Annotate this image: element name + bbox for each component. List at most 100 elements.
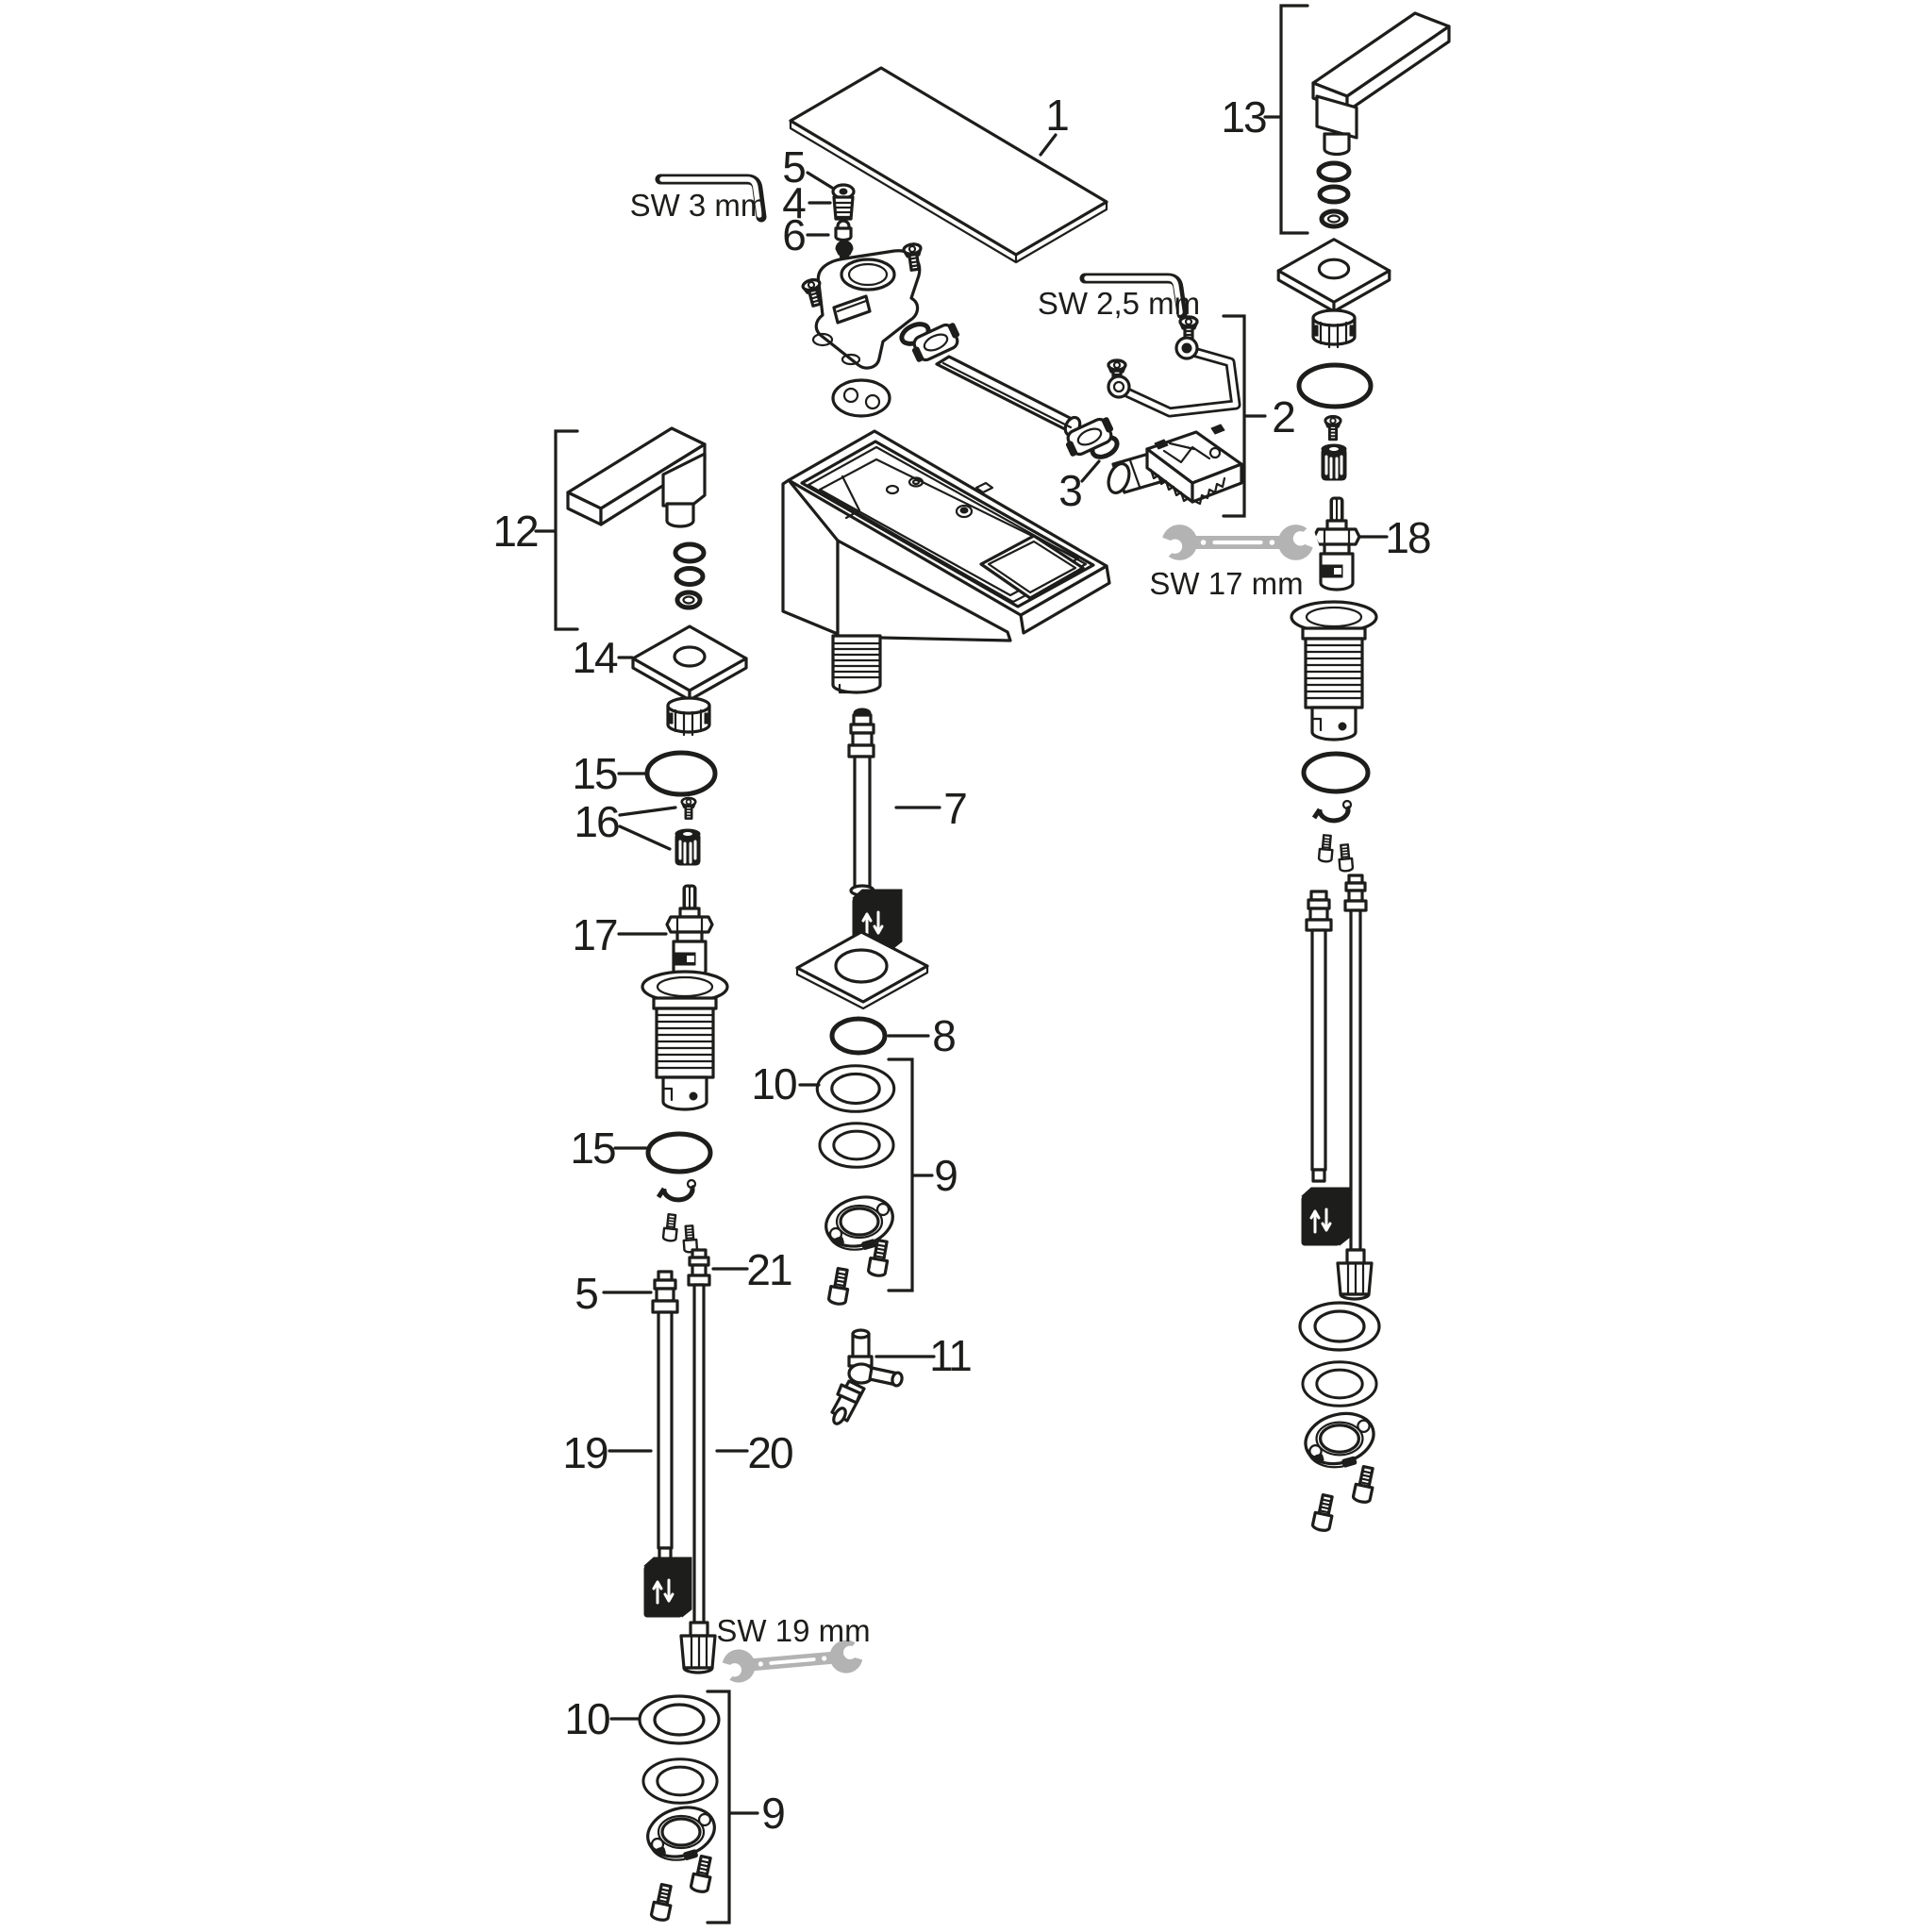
- spout-holder-body: [811, 249, 922, 370]
- callout-9: 9: [934, 1151, 957, 1200]
- o-ring-left-2: [674, 566, 706, 587]
- gasket-two-hole: [831, 378, 891, 418]
- allen-key-2-5mm-label: SW 2,5 mm: [1038, 286, 1200, 321]
- c-clip-right: [1314, 801, 1351, 821]
- mounting-screw-bottom-a: [689, 1854, 716, 1895]
- callout-17: 17: [572, 910, 617, 959]
- part-17-cartridge: [665, 883, 714, 979]
- callout-4: 4: [782, 178, 806, 227]
- tooth-nut-left: [666, 696, 711, 737]
- callout-16: 16: [574, 797, 619, 846]
- leader-5: [806, 171, 834, 190]
- o-ring-left-3: [675, 590, 703, 610]
- part-12-handle-left: [566, 426, 707, 528]
- mounting-screw-right-a: [1351, 1464, 1378, 1506]
- callout-11: 11: [929, 1331, 971, 1380]
- part-15-o-ring-left-2: [645, 1131, 713, 1174]
- main-body: [781, 429, 1111, 694]
- washer-right-2: [1301, 1360, 1378, 1407]
- escutcheon-right: [1276, 238, 1391, 313]
- bracket-12: [534, 429, 579, 631]
- o-ring-right-lower: [1301, 751, 1371, 794]
- o-ring-left-1: [673, 541, 707, 564]
- part-13-handle-right: [1311, 11, 1451, 157]
- allen-key-3mm: [655, 174, 767, 223]
- callout-12: 12: [492, 507, 538, 556]
- callout-21: 21: [746, 1245, 791, 1294]
- part-1-base-plate: [789, 66, 1108, 264]
- leader-16: [618, 806, 677, 851]
- washer-mid-2: [818, 1122, 895, 1169]
- wrench-17mm: [1154, 524, 1322, 561]
- callout-19: 19: [562, 1428, 608, 1477]
- part-16-knob: [674, 827, 702, 867]
- screw-right-small: [1324, 415, 1342, 441]
- part-15-o-ring-left: [644, 750, 718, 797]
- tooth-nut-right: [1311, 308, 1357, 349]
- part-16-screw: [680, 796, 697, 820]
- leader-1: [1039, 133, 1058, 157]
- mounting-screw-mid-b: [826, 1266, 853, 1307]
- washer-bottom-2: [641, 1757, 719, 1805]
- escutcheon-plate-mid: [795, 930, 929, 1010]
- threaded-shank-right: [1290, 600, 1378, 741]
- supply-hose-right-a: [1301, 890, 1350, 1246]
- part-18-cartridge: [1312, 495, 1361, 591]
- part-11-y-connector: [830, 1328, 904, 1425]
- part-19-supply-hose: [643, 1270, 692, 1618]
- callout-5: 5: [782, 142, 805, 192]
- part-10-washer-mid: [815, 1064, 896, 1113]
- clamp-spout: [907, 319, 965, 366]
- mounting-flange-right: [1298, 1404, 1381, 1474]
- c-clip-left: [658, 1180, 695, 1200]
- bracket-9b: [706, 1690, 759, 1924]
- small-screw-right-b: [1337, 842, 1355, 874]
- o-ring-right-1: [1316, 160, 1352, 183]
- part-4-grooved-plug: [832, 195, 855, 221]
- allen-key-2-5mm: [1079, 273, 1188, 320]
- bracket-9: [887, 1058, 934, 1292]
- callout-9b: 9: [761, 1789, 784, 1838]
- callout-7: 7: [943, 784, 966, 833]
- o-ring-right-large: [1296, 362, 1374, 409]
- callout-15b: 15: [570, 1124, 615, 1173]
- insert-bar: [935, 355, 1082, 438]
- mounting-flange-bottom: [640, 1798, 723, 1866]
- callout-1: 1: [1045, 91, 1068, 140]
- mounting-screw-bottom-b: [649, 1882, 676, 1924]
- callout-5b: 5: [575, 1269, 597, 1318]
- callout-6: 6: [782, 210, 805, 259]
- small-screw-left-a: [661, 1212, 680, 1243]
- callout-10b: 10: [564, 1694, 609, 1743]
- callout-2: 2: [1272, 392, 1294, 441]
- bracket-2: [1222, 314, 1267, 518]
- callout-10: 10: [751, 1059, 796, 1108]
- part-8-o-ring: [829, 1016, 888, 1056]
- callout-8: 8: [932, 1011, 955, 1060]
- washer-right-1: [1298, 1301, 1381, 1352]
- part-10-washer-bottom: [638, 1694, 721, 1745]
- part-6-valve-nut: [834, 219, 853, 242]
- callout-13: 13: [1221, 92, 1266, 142]
- wrench-19mm-label: SW 19 mm: [716, 1613, 870, 1648]
- callout-14: 14: [572, 633, 618, 682]
- small-screw-right-a: [1317, 833, 1335, 864]
- part-14-escutcheon-left: [631, 625, 748, 702]
- o-ring-right-3: [1319, 208, 1349, 229]
- leader-3: [1080, 459, 1101, 483]
- callout-20: 20: [747, 1428, 792, 1477]
- cartridge-box: [1107, 424, 1243, 506]
- part-2-retainer-strap: [1107, 336, 1241, 418]
- callout-3: 3: [1058, 466, 1081, 515]
- wrench-17mm-label: SW 17 mm: [1149, 566, 1303, 601]
- mounting-screw-right-b: [1310, 1492, 1338, 1534]
- knob-right: [1320, 442, 1348, 482]
- callout-18: 18: [1385, 513, 1430, 562]
- supply-hose-right-b: [1336, 874, 1374, 1301]
- allen-key-3mm-label: SW 3 mm: [630, 188, 767, 223]
- part-7-connection-hose: [847, 708, 903, 950]
- bracket-13: [1263, 4, 1309, 235]
- threaded-shank-left: [641, 970, 729, 1111]
